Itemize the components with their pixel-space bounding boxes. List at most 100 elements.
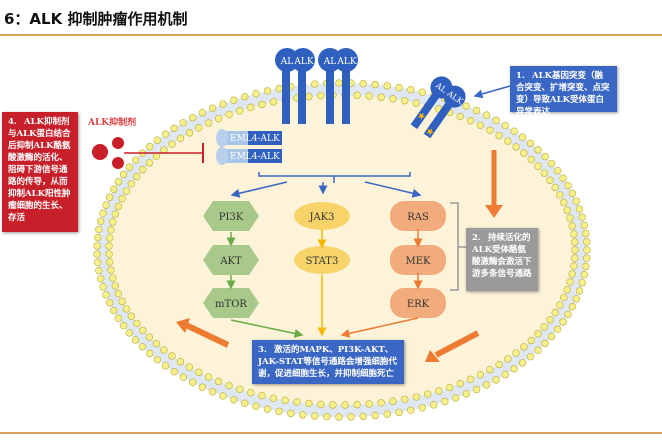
lipid-head	[564, 310, 572, 319]
lipid-head	[188, 378, 197, 387]
lipid-head	[118, 194, 126, 203]
lipid-head	[93, 242, 101, 250]
lipid-head	[482, 111, 491, 119]
lipid-head	[305, 92, 313, 101]
lipid-head	[371, 80, 379, 89]
lipid-head	[119, 170, 128, 179]
lipid-head	[114, 289, 123, 298]
lipid-head	[566, 278, 574, 286]
big-arrow-head	[425, 350, 440, 362]
alk-receptor-pair-1: AL ALK	[275, 48, 315, 124]
lipid-head	[275, 407, 283, 416]
pathway-node-shape	[390, 201, 446, 231]
pathway-node-label: JAK3	[308, 212, 334, 223]
lipid-head	[541, 152, 549, 161]
pathway-node-shape	[294, 202, 350, 230]
lipid-head	[435, 387, 443, 395]
lipid-head	[208, 388, 217, 396]
lipid-head	[219, 100, 227, 108]
lipid-head	[568, 270, 576, 278]
lipid-head	[495, 360, 503, 369]
lipid-head	[168, 140, 176, 148]
eml4-alk-fusion-1: EML4-ALK	[216, 129, 282, 147]
lipid-head	[125, 329, 134, 337]
lipid-head	[95, 225, 103, 234]
lipid-head	[418, 404, 427, 412]
lipid-head	[109, 185, 118, 194]
lipid-head	[572, 197, 580, 205]
lipid-head	[269, 98, 278, 106]
lipid-head	[578, 213, 586, 221]
lipid-head	[504, 137, 512, 145]
lipid-head	[93, 250, 101, 258]
lipid-head	[133, 172, 141, 181]
lipid-head	[570, 238, 579, 246]
lipid-head	[389, 397, 397, 405]
lipid-head	[195, 368, 203, 376]
svg-text:EML4-ALK: EML4-ALK	[230, 134, 280, 144]
lipid-head	[241, 399, 249, 407]
note-text: ALK基因突变（融合突变、扩增突变、点突变）导致ALK受体蛋白异常表达	[516, 71, 610, 117]
lipid-head	[495, 131, 503, 140]
lipid-head	[520, 149, 528, 157]
pathway-node-label: AKT	[219, 256, 242, 267]
lipid-head	[335, 413, 343, 421]
lipid-head	[518, 359, 527, 367]
lipid-head	[389, 95, 397, 103]
lipid-head	[106, 234, 114, 242]
lipid-head	[534, 330, 542, 338]
lipid-head	[423, 390, 432, 398]
lipid-head	[504, 355, 512, 363]
lipid-head	[383, 410, 391, 418]
lipid-head	[472, 106, 481, 115]
receptor-label: AL	[280, 57, 293, 67]
lipid-head	[119, 321, 128, 330]
note-text: 激活的MAPK、PI3K-AKT、JAK-STAT等信号通路会增强细胞代谢，促进…	[258, 345, 397, 379]
big-arrow-left	[434, 330, 480, 358]
lipid-head	[281, 396, 289, 405]
cytoplasm	[109, 95, 575, 405]
lipid-head	[572, 295, 580, 303]
lipid-head	[551, 308, 559, 317]
lipid-head	[105, 250, 113, 258]
lipid-head	[131, 156, 140, 164]
lipid-head	[176, 134, 185, 142]
lipid-head	[551, 183, 559, 192]
lipid-head	[556, 301, 564, 309]
lipid-head	[114, 202, 123, 211]
arrow-to-pi3k	[230, 181, 288, 198]
lipid-head	[204, 119, 213, 127]
lipid-head	[510, 127, 518, 135]
lipid-head	[583, 254, 591, 262]
lipid-head	[441, 397, 449, 406]
lipid-head	[553, 325, 562, 333]
lipid-head	[127, 180, 136, 188]
lipid-head	[492, 116, 500, 124]
lipid-head	[153, 136, 162, 144]
mapk-bracket	[450, 202, 466, 291]
lipid-head	[353, 91, 361, 100]
note-4-box: 4.ALK抑制剂与ALK蛋白结合后抑制ALK酪氨酸激酶的活化、阻碍下游信号通路的…	[2, 112, 78, 232]
pathway-node-shape	[203, 201, 259, 231]
lipid-head	[185, 129, 194, 137]
lipid-head	[580, 221, 589, 230]
lipid-head	[214, 377, 223, 386]
lipid-head	[122, 305, 131, 313]
lipid-head	[219, 392, 227, 400]
lipid-head	[287, 409, 295, 418]
lipid-head	[418, 88, 427, 96]
lipid-head	[145, 349, 154, 358]
lipid-head	[214, 114, 223, 123]
lipid-head	[476, 370, 485, 379]
lipid-head	[476, 121, 485, 130]
lipid-head	[133, 319, 141, 328]
lipid-head	[527, 155, 535, 164]
lipid-head	[125, 163, 134, 171]
footer-divider	[0, 432, 662, 434]
lipid-head	[114, 178, 123, 186]
lipid-head	[225, 110, 233, 119]
lipid-head	[109, 274, 117, 282]
lipid-head	[583, 238, 591, 246]
lipid-head	[563, 206, 571, 214]
lipid-head	[401, 97, 409, 105]
